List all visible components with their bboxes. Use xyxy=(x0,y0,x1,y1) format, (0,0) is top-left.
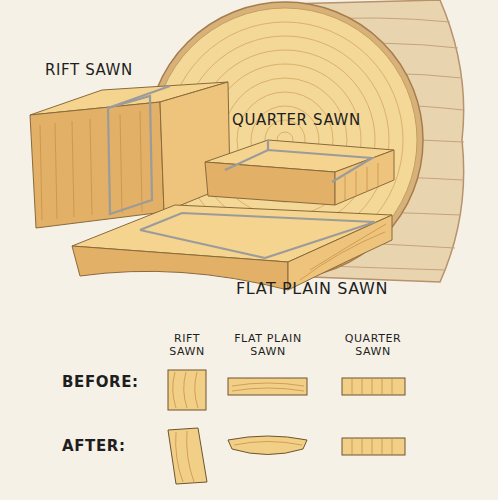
before-profiles xyxy=(168,370,405,410)
cut-outline xyxy=(140,213,375,258)
cut-outline xyxy=(267,140,269,150)
grain-lines xyxy=(352,379,392,394)
cut-outline xyxy=(108,86,170,108)
grain-lines xyxy=(173,372,198,408)
section-label: FLAT PLAIN SAWN xyxy=(236,280,388,298)
quarter-after-profile xyxy=(342,438,405,455)
cut-outline xyxy=(140,230,265,258)
column-header: QUARTER SAWN xyxy=(336,333,410,358)
flat-sawn-board xyxy=(72,205,392,290)
board-side-face xyxy=(205,162,335,205)
grain-lines xyxy=(232,383,304,391)
grain-lines xyxy=(352,439,392,454)
quarter-before-profile xyxy=(342,378,405,395)
section-label: QUARTER SAWN xyxy=(232,112,361,129)
grain-lines xyxy=(234,442,302,446)
row-header: BEFORE: xyxy=(62,374,139,391)
board-end-face xyxy=(288,215,392,290)
after-profiles xyxy=(168,428,405,484)
column-header: FLAT PLAIN SAWN xyxy=(226,333,310,358)
flat-before-profile xyxy=(228,378,307,395)
column-header: RIFT SAWN xyxy=(164,333,210,358)
quarter-sawn-board xyxy=(205,140,394,205)
flat-after-profile xyxy=(228,436,307,455)
grain-lines xyxy=(345,163,378,200)
cut-outline xyxy=(225,150,372,182)
cut-outline xyxy=(108,96,152,214)
rift-before-profile xyxy=(168,370,206,410)
rift-after-profile xyxy=(168,428,207,484)
section-label: RIFT SAWN xyxy=(45,62,133,79)
row-header: AFTER: xyxy=(62,438,125,455)
grain-lines xyxy=(176,431,194,482)
block-side-face xyxy=(30,102,164,228)
grain-lines xyxy=(40,111,142,220)
